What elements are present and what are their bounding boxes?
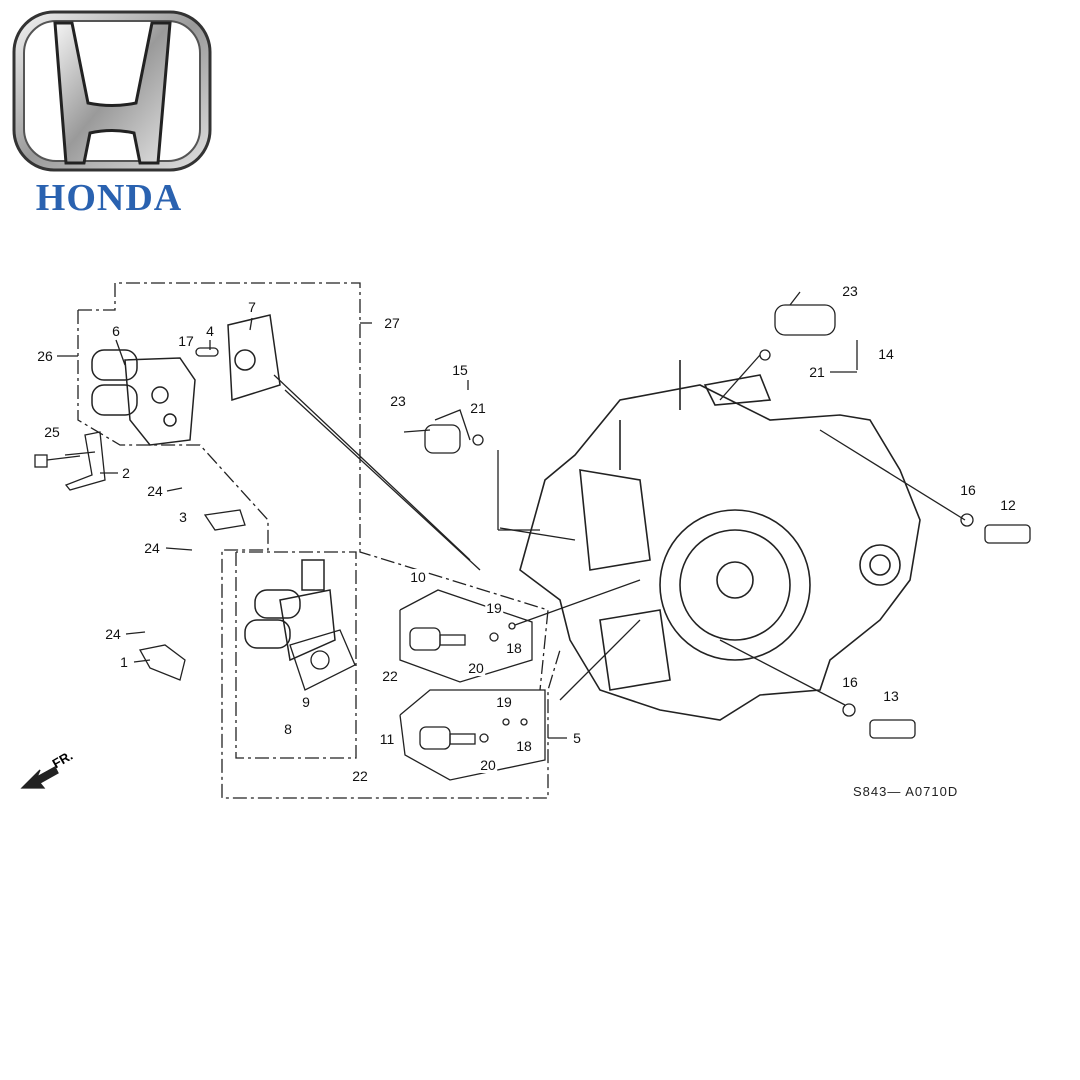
gasket-7 [227,314,281,402]
sensor-13 [842,703,916,739]
group-outline-10-11 [399,589,546,781]
gasket-9 [289,629,356,691]
callout-8: 8 [283,721,293,737]
callout-24: 24 [104,626,122,642]
callout-20: 20 [467,660,485,676]
callout-1: 1 [119,654,129,670]
group-outline-27 [77,282,561,799]
callout-23: 23 [389,393,407,409]
group-outline-8 [235,551,357,759]
brand-name: HONDA [35,177,183,219]
callout-25: 25 [43,424,61,440]
honda-logo [10,8,215,213]
callout-12: 12 [999,497,1017,513]
callout-26: 26 [36,348,54,364]
callout-19: 19 [495,694,513,710]
callout-14: 14 [877,346,895,362]
callout-16: 16 [959,482,977,498]
callout-23: 23 [841,283,859,299]
bracket-2 [64,431,106,491]
callout-27: 27 [383,315,401,331]
solenoid-valve-assembly [91,349,196,446]
callout-3: 3 [178,509,188,525]
callout-18: 18 [505,640,523,656]
callout-22: 22 [381,668,399,684]
front-arrow [20,766,59,789]
callout-16: 16 [841,674,859,690]
solenoid-10 [409,622,516,651]
callout-22: 22 [351,768,369,784]
callout-5: 5 [572,730,582,746]
callout-17: 17 [177,333,195,349]
transmission-case [519,360,921,721]
callout-21: 21 [808,364,826,380]
callout-7: 7 [247,299,257,315]
callout-13: 13 [882,688,900,704]
callout-15: 15 [451,362,469,378]
shift-solenoid-8 [244,559,336,662]
sensor-14 [759,291,836,361]
dowel-pin-4 [195,347,219,357]
callout-10: 10 [409,569,427,585]
solenoid-15 [403,409,484,454]
callout-24: 24 [146,483,164,499]
sensor-12 [960,513,1031,544]
diagram-code: S843— A0710D [853,784,959,799]
callout-21: 21 [469,400,487,416]
bracket-3 [203,509,246,531]
callout-2: 2 [121,465,131,481]
solenoid-11 [419,718,528,750]
callout-20: 20 [479,757,497,773]
callout-6: 6 [111,323,121,339]
callout-24: 24 [143,540,161,556]
leader-lines [57,317,966,739]
callout-11: 11 [378,731,396,747]
bracket-1 [138,644,186,681]
callout-9: 9 [301,694,311,710]
callout-4: 4 [205,323,215,339]
bolt-25 [34,454,81,468]
callout-18: 18 [515,738,533,754]
callout-19: 19 [485,600,503,616]
